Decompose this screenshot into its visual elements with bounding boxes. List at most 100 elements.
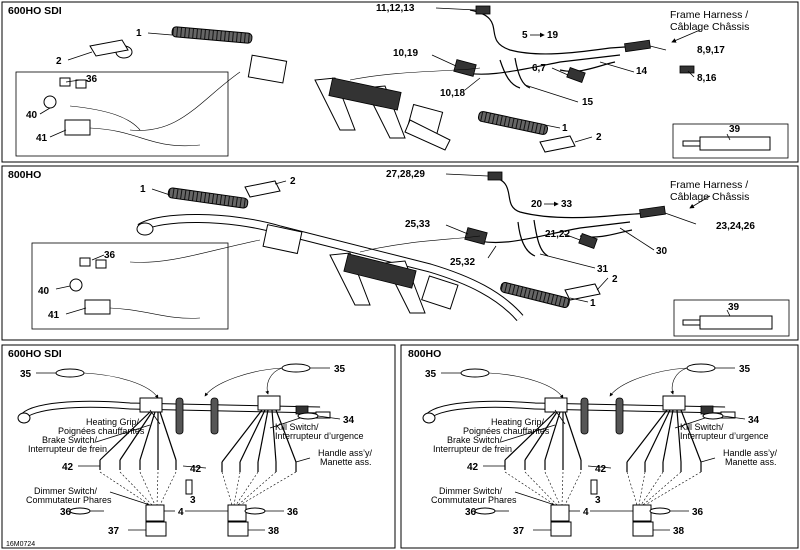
- callout: 5: [522, 30, 528, 41]
- heating-grip-label-fr: Poignées chauffantes: [58, 426, 145, 436]
- callout: 4: [178, 507, 184, 518]
- panel-800ho-frame: [1, 165, 799, 341]
- panel-600ho-sdi-wiring: 600HO SDI: [8, 348, 373, 537]
- brake-switch-label-fr: Interrupteur de frein: [28, 444, 107, 454]
- handle-assy-label-fr: Manette ass.: [725, 457, 777, 467]
- callout: 6,7: [532, 63, 546, 74]
- callout: 35: [425, 369, 437, 380]
- callout: 40: [26, 110, 38, 121]
- callout: 31: [597, 264, 609, 275]
- callout: 36: [692, 507, 704, 518]
- brake-switch-label-fr: Interrupteur de frein: [433, 444, 512, 454]
- grip-right: [500, 282, 570, 308]
- callout: 37: [108, 526, 120, 537]
- callout: 37: [513, 526, 525, 537]
- callout: 3: [190, 495, 196, 506]
- callout: 41: [36, 133, 48, 144]
- kit-box-39: [673, 299, 790, 337]
- callout: 30: [656, 246, 668, 257]
- brake-switch-label: Brake Switch/: [447, 435, 503, 445]
- heating-grip-label-fr: Poignées chauffantes: [463, 426, 550, 436]
- callout: 19: [547, 30, 559, 41]
- callout: 8,9,17: [697, 45, 725, 56]
- kit-box-39: [672, 123, 789, 159]
- callout: 25,33: [405, 219, 430, 230]
- brake-switch-label: Brake Switch/: [42, 435, 98, 445]
- handle-assy-label-fr: Manette ass.: [320, 457, 372, 467]
- figure-code: 16M0724: [6, 541, 35, 548]
- callout: 14: [636, 66, 648, 77]
- callout: 36: [60, 507, 72, 518]
- callout: 33: [561, 199, 573, 210]
- handle-assy-label: Handle ass’y/: [723, 448, 778, 458]
- panel-800ho: 800HO: [8, 169, 790, 337]
- callout: 2: [56, 56, 62, 67]
- callout: 38: [673, 526, 685, 537]
- grip-left: [171, 26, 253, 44]
- panel-title: 600HO SDI: [8, 348, 62, 360]
- callout: 34: [748, 415, 760, 426]
- frame-harness-label: Frame Harness /: [670, 179, 748, 191]
- dimmer-switch-label: Dimmer Switch/: [34, 486, 98, 496]
- heating-grip-label: Heating Grip/: [491, 417, 545, 427]
- grip-right: [477, 111, 549, 135]
- callout: 2: [612, 274, 618, 285]
- callout: 42: [467, 462, 479, 473]
- heating-grip-label: Heating Grip/: [86, 417, 140, 427]
- callout: 35: [334, 364, 346, 375]
- handle-assy-label: Handle ass’y/: [318, 448, 373, 458]
- dimmer-switch-label-fr: Commutateur Phares: [431, 495, 517, 505]
- callout: 10,18: [440, 88, 465, 99]
- panel-title: 800HO: [408, 348, 441, 360]
- callout: 2: [596, 132, 602, 143]
- callout: 42: [595, 464, 607, 475]
- panel-title: 600HO SDI: [8, 5, 62, 17]
- callout: 20: [531, 199, 543, 210]
- kill-switch-label: Kill Switch/: [275, 422, 319, 432]
- callout: 36: [104, 250, 116, 261]
- callout: 36: [287, 507, 299, 518]
- callout: 42: [62, 462, 74, 473]
- decal-part-2: [89, 39, 129, 57]
- callout: 1: [590, 298, 596, 309]
- kill-switch-label: Kill Switch/: [680, 422, 724, 432]
- panel-800ho-wiring: 800HO 35 35 34 42 42 3 36 4 36 37 38 Hea…: [408, 348, 778, 537]
- callout: 34: [343, 415, 355, 426]
- kill-switch-label-fr: Interrupteur d’urgence: [680, 431, 769, 441]
- callout: 1: [562, 123, 568, 134]
- callout: 38: [268, 526, 280, 537]
- callout: 21,22: [545, 229, 570, 240]
- callout: 42: [190, 464, 202, 475]
- callout: 3: [595, 495, 601, 506]
- callout: 10,19: [393, 48, 418, 59]
- callout: 36: [465, 507, 477, 518]
- callout: 4: [583, 507, 589, 518]
- inset-switch-box: [15, 71, 229, 157]
- callout: 25,32: [450, 257, 475, 268]
- panel-title: 800HO: [8, 169, 41, 181]
- callout: 41: [48, 310, 60, 321]
- callout: 2: [290, 176, 296, 187]
- panel-600ho-sdi-wiring-frame: [1, 344, 396, 549]
- callout: 35: [739, 364, 751, 375]
- panel-600ho-sdi-frame: [1, 1, 799, 163]
- callout: 40: [38, 286, 50, 297]
- frame-harness-label-fr: Câblage Châssis: [670, 21, 749, 33]
- inset-switch-box: [31, 242, 229, 330]
- callout: 15: [582, 97, 594, 108]
- panel-600ho-sdi: 600HO SDI: [8, 3, 789, 159]
- grip-left: [167, 187, 249, 209]
- kill-switch-label-fr: Interrupteur d’urgence: [275, 431, 364, 441]
- callout: 11,12,13: [376, 3, 415, 14]
- panel-800ho-wiring-frame: [400, 344, 799, 549]
- callout: 39: [728, 302, 740, 313]
- dimmer-switch-label: Dimmer Switch/: [439, 486, 503, 496]
- callout: 1: [136, 28, 142, 39]
- callout: 1: [140, 184, 146, 195]
- callout: 35: [20, 369, 32, 380]
- callout: 39: [729, 124, 741, 135]
- callout: 27,28,29: [386, 169, 425, 180]
- frame-harness-label-fr: Câblage Châssis: [670, 191, 749, 203]
- dimmer-switch-label-fr: Commutateur Phares: [26, 495, 112, 505]
